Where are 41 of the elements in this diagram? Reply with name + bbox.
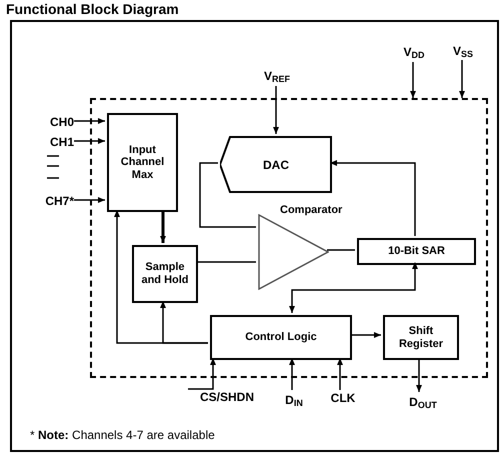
connector-arrow (74, 138, 105, 144)
connector-arrow (74, 197, 105, 203)
diagram-title: Functional Block Diagram (6, 0, 179, 18)
pin-name: CH0 (50, 114, 74, 130)
block-box (132, 245, 198, 303)
block-label: Sample and Hold (140, 261, 190, 287)
connector-arrow (330, 160, 416, 236)
pin-name: V$_{REF}$ (264, 68, 290, 85)
connector-arrow (289, 262, 418, 313)
pin-name: D$_{IN}$ (285, 392, 303, 409)
connector-arrow (289, 358, 295, 390)
connector-arrow (188, 358, 216, 390)
block-box (357, 238, 476, 265)
connector-arrow (160, 210, 166, 243)
block-label: Control Logic (245, 331, 317, 344)
block-box (107, 113, 178, 212)
dac-block (220, 136, 332, 193)
connector-arrow (410, 62, 416, 98)
connector-arrow (416, 358, 422, 392)
block-label: DAC (263, 156, 289, 174)
connector-arrow (350, 332, 381, 338)
connector-arrow (459, 60, 465, 98)
connector-arrow (160, 301, 208, 344)
block-label: 10-Bit SAR (388, 245, 445, 258)
pin-name: D$_{OUT}$ (409, 394, 437, 411)
chip-boundary (90, 98, 488, 378)
pin-name: CH1 (50, 134, 74, 150)
block-box (210, 315, 352, 360)
block-label: Input Channel Max (120, 144, 166, 182)
connector-arrow (74, 118, 105, 124)
pin-name: V$_{DD}$ (403, 44, 424, 61)
footnote: *Note: Channels 4-7 are available (30, 427, 215, 444)
comparator-label: Comparator (280, 203, 342, 218)
pin-name: CH7* (45, 192, 74, 210)
pin-name: CS/SHDN (200, 389, 254, 406)
block-box (383, 315, 459, 360)
pin-name: V$_{SS}$ (452, 43, 474, 60)
connector-arrow (337, 358, 343, 390)
block-label: Shift Register (398, 324, 444, 350)
pin-name: CLK (330, 390, 356, 407)
connector-arrow (273, 86, 279, 134)
